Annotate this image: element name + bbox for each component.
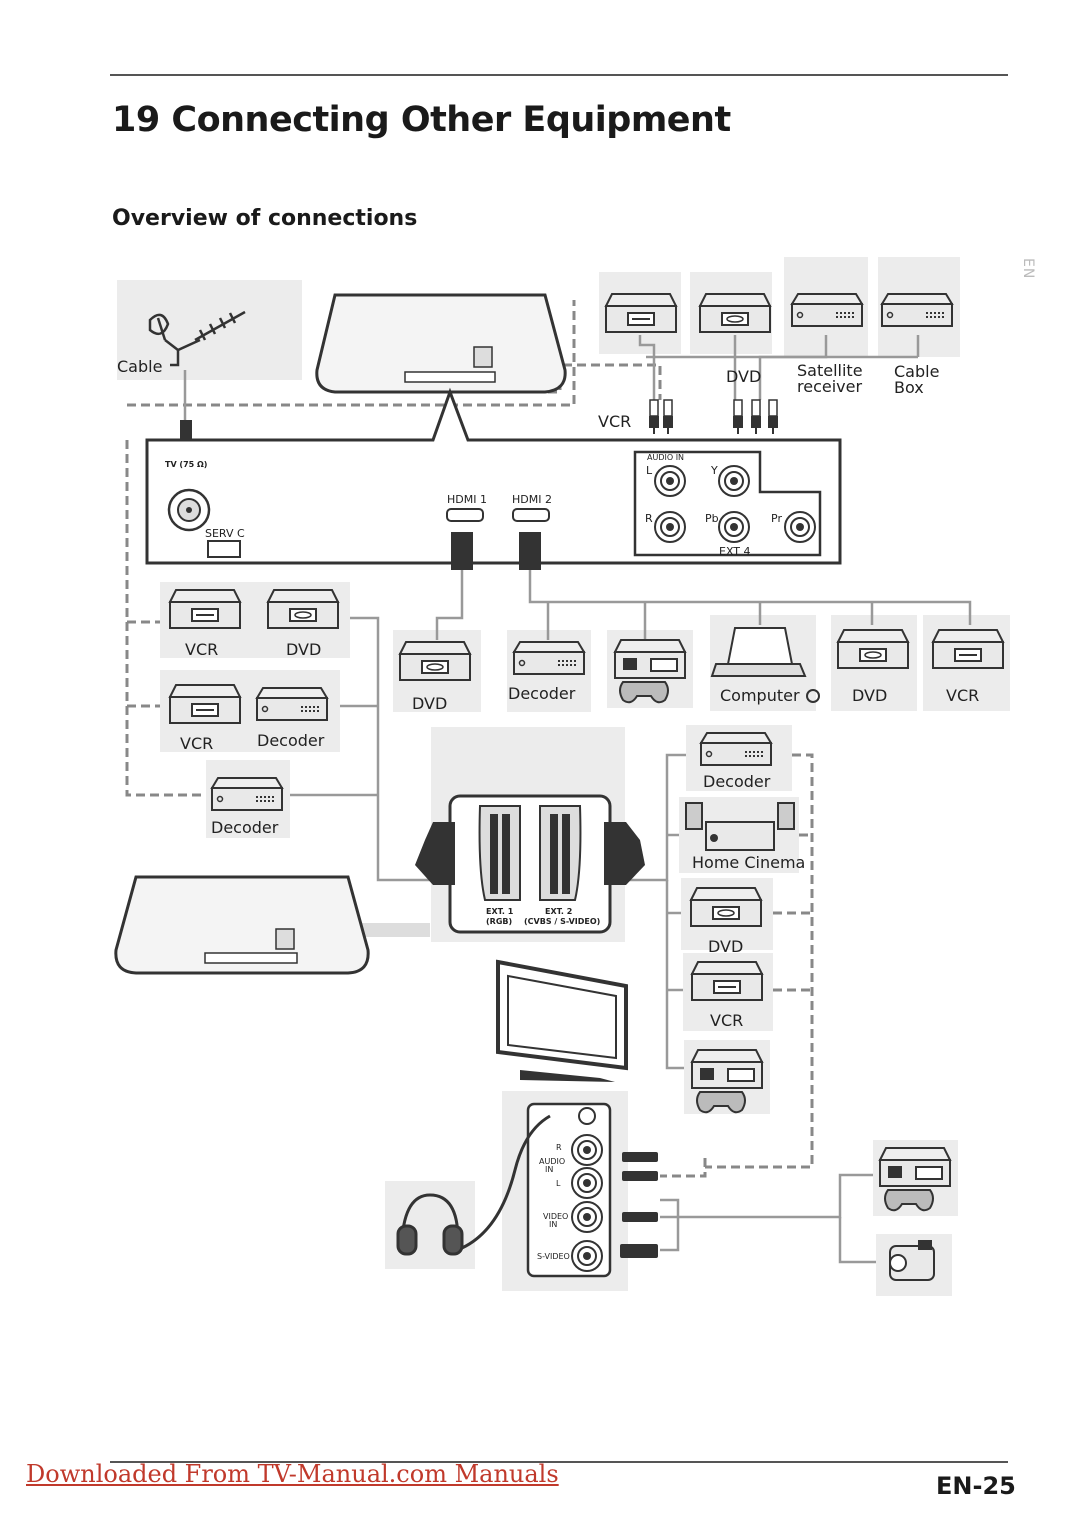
decoder-scart-icon: [700, 732, 772, 766]
decoder-left-1-label: Decoder: [257, 731, 325, 750]
ext2-label: EXT. 2: [545, 907, 572, 916]
decoder-scart-label: Decoder: [703, 772, 771, 791]
svg-text:L: L: [646, 464, 653, 477]
dvd-hdmi-label: DVD: [412, 694, 447, 713]
svg-text:Pr: Pr: [771, 512, 782, 525]
ext1-label: EXT. 1: [486, 907, 514, 916]
vcr-left-1-label: VCR: [185, 640, 218, 659]
tv-back-bottom: [114, 875, 370, 975]
side-connector-panel: R AUDIO IN L VIDEO IN S-VIDEO: [526, 1102, 612, 1278]
svg-text:Y: Y: [710, 464, 718, 477]
decoder-left-1-icon: [256, 687, 328, 721]
hdmi2-label: HDMI 2: [512, 493, 552, 506]
vcr-hdmi-label: VCR: [946, 686, 979, 705]
camcorder-icon: [889, 1240, 935, 1281]
antenna-label: Cable: [117, 357, 162, 376]
dvd-scart-icon: [690, 887, 762, 927]
hdmi1-label: HDMI 1: [447, 493, 487, 506]
antenna-plug: [180, 420, 192, 444]
dvd-hdmi-icon: [399, 641, 471, 681]
vcr-left-2-label: VCR: [180, 734, 213, 753]
svg-text:S-VIDEO: S-VIDEO: [537, 1252, 570, 1261]
dvd-left-label: DVD: [286, 640, 321, 659]
svg-text:L: L: [556, 1179, 561, 1188]
svg-text:R: R: [645, 512, 653, 525]
connections-diagram: Cable TV (75 Ω) SERV C HDMI 1 HDMI 2 AUD…: [114, 257, 1010, 1296]
svg-text:VIDEO: VIDEO: [543, 1212, 568, 1221]
top-rule: [110, 74, 1008, 76]
dvd-hdmi-2-icon: [837, 629, 909, 669]
download-link[interactable]: Downloaded From TV-Manual.com Manuals: [26, 1460, 559, 1488]
dvd-top-label: DVD: [726, 367, 761, 386]
dvd-top-icon: [699, 293, 771, 333]
ext1-sub-label: (RGB): [486, 917, 512, 926]
decoder-left-2-label: Decoder: [211, 818, 279, 837]
bottom-rule: [110, 1461, 1008, 1463]
page-title: 19 Connecting Other Equipment: [112, 100, 731, 140]
satellite-label-1: Satellite: [797, 361, 863, 380]
dvd-hdmi-2-label: DVD: [852, 686, 887, 705]
vcr-hdmi-icon: [932, 629, 1004, 669]
cable-box-label-1: Cable: [894, 362, 939, 381]
ext2-sub-label: (CVBS / S-VIDEO): [524, 917, 600, 926]
page-number: EN-25: [936, 1472, 1016, 1500]
svg-text:IN: IN: [549, 1220, 557, 1229]
tv-back-top: [315, 293, 567, 394]
serv-c-port: [207, 540, 241, 558]
antenna-icon: [148, 310, 246, 367]
audio-in-label: AUDIO IN: [647, 453, 684, 462]
vcr-left-1-icon: [169, 589, 241, 629]
vcr-scart-label: VCR: [710, 1011, 743, 1030]
home-cinema-icon: [685, 802, 795, 851]
headphones-icon: [396, 1114, 551, 1256]
serv-c-label: SERV C: [205, 527, 245, 540]
computer-icon: [710, 627, 820, 703]
vcr-top-icon: [605, 293, 677, 333]
svg-text:IN: IN: [545, 1165, 553, 1174]
svg-text:Pb: Pb: [705, 512, 719, 525]
decoder-hdmi-label: Decoder: [508, 684, 576, 703]
cable-box-label-2: Box: [894, 378, 924, 397]
vcr-scart-icon: [691, 961, 763, 1001]
hdmi1-port: [446, 508, 484, 522]
tv-connector-panel: TV (75 Ω) SERV C HDMI 1 HDMI 2 AUDIO IN …: [145, 387, 842, 570]
decoder-hdmi-icon: [513, 641, 585, 675]
svg-text:AUDIO: AUDIO: [539, 1157, 565, 1166]
decoder-left-2-icon: [211, 777, 283, 811]
cable-box-icon: [881, 293, 953, 327]
satellite-label-2: receiver: [797, 377, 862, 396]
hdmi2-port: [512, 508, 550, 522]
flat-tv-icon: [496, 959, 628, 1082]
dvd-scart-label: DVD: [708, 937, 743, 956]
computer-label: Computer: [720, 686, 800, 705]
home-cinema-label: Home Cinema: [692, 853, 805, 872]
satellite-receiver-icon: [791, 293, 863, 327]
section-subtitle: Overview of connections: [112, 206, 418, 231]
svg-text:R: R: [556, 1143, 562, 1152]
ext4-label: EXT 4: [719, 545, 751, 558]
tv-input-label: TV (75 Ω): [165, 460, 207, 469]
vcr-top-label: VCR: [598, 412, 631, 431]
scart-panel: EXT. 1 (RGB) EXT. 2 (CVBS / S-VIDEO): [415, 794, 645, 934]
vcr-left-2-icon: [169, 684, 241, 724]
dvd-left-icon: [267, 589, 339, 629]
